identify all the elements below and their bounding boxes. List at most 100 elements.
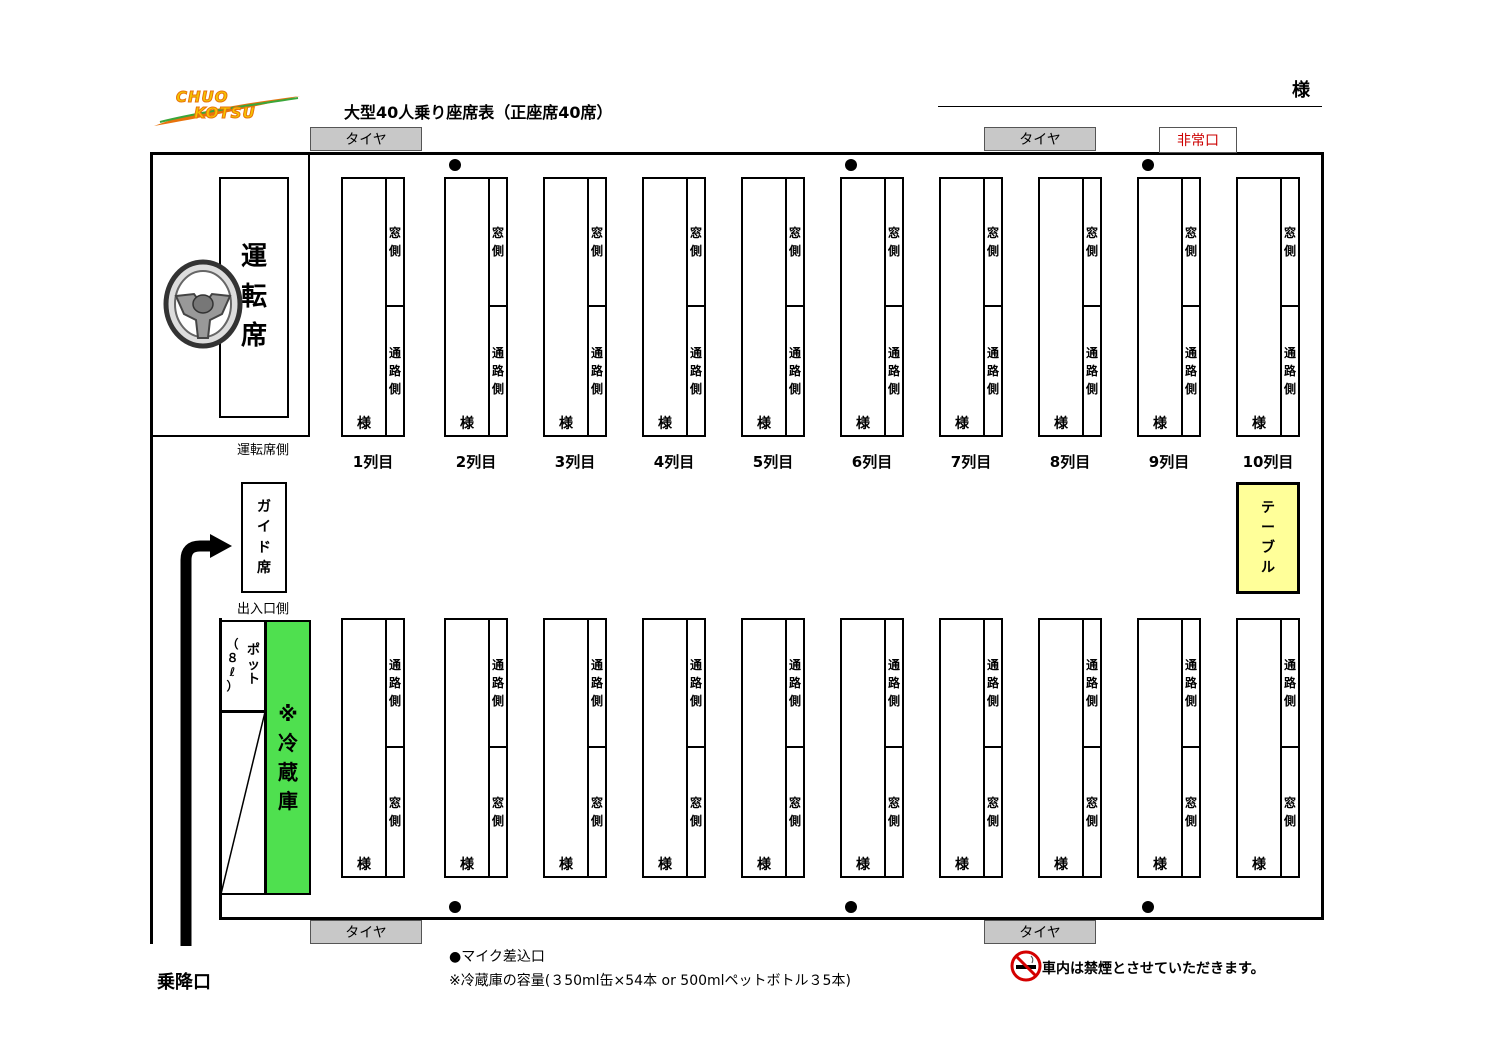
window-side-label-char: 側 xyxy=(590,814,603,828)
seat-top-row-7[interactable]: 窓側通路側様 xyxy=(939,177,1003,437)
aisle-side-label: 通路側 xyxy=(389,344,401,398)
no-smoking-note: 車内は禁煙とさせていただきます。 xyxy=(1042,961,1265,977)
seat-top-row-2[interactable]: 窓側通路側様 xyxy=(444,177,508,437)
aisle-side-label-char: 通 xyxy=(1085,658,1098,672)
seat-strip-upper: 窓側 xyxy=(985,179,1001,307)
window-side-label-char: 側 xyxy=(388,814,401,828)
window-side-label-char: 側 xyxy=(887,814,900,828)
window-side-label-char: 窓 xyxy=(887,796,900,810)
seat-strip-upper: 通路側 xyxy=(688,620,704,748)
seat-honorific: 様 xyxy=(757,857,771,873)
aisle-side-label-char: 路 xyxy=(388,364,401,378)
window-side-label: 窓側 xyxy=(987,224,999,260)
seat-top-row-4[interactable]: 窓側通路側様 xyxy=(642,177,706,437)
window-side-label-char: 側 xyxy=(887,244,900,258)
seat-top-row-3[interactable]: 窓側通路側様 xyxy=(543,177,607,437)
seat-bottom-row-9[interactable]: 通路側窓側様 xyxy=(1137,618,1201,878)
aisle-side-label-char: 通 xyxy=(986,658,999,672)
tire-rear-top: タイヤ xyxy=(984,127,1096,151)
seat-top-row-5[interactable]: 窓側通路側様 xyxy=(741,177,805,437)
seat-strip-upper: 窓側 xyxy=(387,179,403,307)
aisle-side-label-char: 通 xyxy=(689,658,702,672)
mic-jack-icon xyxy=(449,901,461,913)
window-side-label: 窓側 xyxy=(389,794,401,830)
aisle-side-label-char: 側 xyxy=(590,382,603,396)
seat-honorific: 様 xyxy=(1054,416,1068,432)
seat-strip-upper: 通路側 xyxy=(490,620,506,748)
seat-honorific: 様 xyxy=(460,416,474,432)
window-side-label-char: 側 xyxy=(788,244,801,258)
guide-seat: ガ イ ド 席 xyxy=(241,482,287,593)
seat-strip-upper: 通路側 xyxy=(1084,620,1100,748)
guide-seat-char: 席 xyxy=(257,559,271,576)
window-side-label-char: 窓 xyxy=(689,226,702,240)
seat-bottom-row-2[interactable]: 通路側窓側様 xyxy=(444,618,508,878)
aisle-side-label-char: 路 xyxy=(1283,676,1296,690)
window-side-label-char: 側 xyxy=(1085,814,1098,828)
seat-strip-lower: 窓側 xyxy=(387,748,403,876)
aisle-side-label: 通路側 xyxy=(389,656,401,710)
seat-strip-lower: 通路側 xyxy=(985,307,1001,435)
seat-bottom-row-7[interactable]: 通路側窓側様 xyxy=(939,618,1003,878)
aisle-side-label-char: 路 xyxy=(689,364,702,378)
guide-seat-char: ド xyxy=(257,539,271,556)
logo-swoosh-icon xyxy=(154,96,300,126)
seat-top-row-10[interactable]: 窓側通路側様 xyxy=(1236,177,1300,437)
driver-seat-char: 転 xyxy=(240,281,267,312)
seat-top-row-8[interactable]: 窓側通路側様 xyxy=(1038,177,1102,437)
window-side-label-char: 側 xyxy=(1184,814,1197,828)
window-side-label: 窓側 xyxy=(492,794,504,830)
mic-jack-icon xyxy=(449,159,461,171)
aisle-side-label-char: 通 xyxy=(689,346,702,360)
seat-strip-lower: 通路側 xyxy=(886,307,902,435)
aisle-side-label: 通路側 xyxy=(987,656,999,710)
seat-strip-lower: 窓側 xyxy=(1183,748,1199,876)
seat-strip-upper: 窓側 xyxy=(886,179,902,307)
window-side-label-char: 窓 xyxy=(986,226,999,240)
window-side-label: 窓側 xyxy=(1086,794,1098,830)
seat-honorific: 様 xyxy=(357,416,371,432)
fridge-char: 冷 xyxy=(278,730,298,755)
seat-top-row-1[interactable]: 窓側通路側様 xyxy=(341,177,405,437)
pot-capacity: （ ８ ℓ ） xyxy=(222,622,243,710)
aisle-side-label-char: 側 xyxy=(1085,694,1098,708)
seat-bottom-row-1[interactable]: 通路側窓側様 xyxy=(341,618,405,878)
seat-bottom-row-5[interactable]: 通路側窓側様 xyxy=(741,618,805,878)
aisle-side-label-char: 路 xyxy=(388,676,401,690)
seat-bottom-row-8[interactable]: 通路側窓側様 xyxy=(1038,618,1102,878)
aisle-side-label: 通路側 xyxy=(690,344,702,398)
seat-honorific: 様 xyxy=(559,857,573,873)
pot-capacity-char: （ xyxy=(226,637,239,652)
seat-side-strip: 窓側通路側 xyxy=(785,179,803,435)
seat-bottom-row-4[interactable]: 通路側窓側様 xyxy=(642,618,706,878)
driver-side-label: 運転席側 xyxy=(237,443,290,458)
aisle-side-label-char: 側 xyxy=(887,382,900,396)
window-side-label-char: 側 xyxy=(1085,244,1098,258)
window-side-label: 窓側 xyxy=(987,794,999,830)
seat-honorific: 様 xyxy=(1252,416,1266,432)
seat-strip-lower: 通路側 xyxy=(1282,307,1298,435)
aisle-side-label-char: 通 xyxy=(491,658,504,672)
bus-outline-left xyxy=(150,152,153,944)
seat-top-row-6[interactable]: 窓側通路側様 xyxy=(840,177,904,437)
mic-jack-icon xyxy=(845,901,857,913)
seat-bottom-row-3[interactable]: 通路側窓側様 xyxy=(543,618,607,878)
seat-bottom-row-6[interactable]: 通路側窓側様 xyxy=(840,618,904,878)
aisle-side-label: 通路側 xyxy=(987,344,999,398)
aisle-side-label-char: 通 xyxy=(590,346,603,360)
seat-bottom-row-10[interactable]: 通路側窓側様 xyxy=(1236,618,1300,878)
window-side-label-char: 側 xyxy=(788,814,801,828)
mic-legend: ●マイク差込口 xyxy=(449,949,545,965)
seat-strip-upper: 通路側 xyxy=(787,620,803,748)
window-side-label-char: 側 xyxy=(689,814,702,828)
seat-side-strip: 窓側通路側 xyxy=(1082,179,1100,435)
seat-strip-lower: 窓側 xyxy=(985,748,1001,876)
seat-side-strip: 通路側窓側 xyxy=(983,620,1001,876)
window-side-label: 窓側 xyxy=(389,224,401,260)
pot-capacity-char: ８ xyxy=(226,651,239,666)
seat-honorific: 様 xyxy=(1054,857,1068,873)
seat-honorific: 様 xyxy=(357,857,371,873)
seat-top-row-9[interactable]: 窓側通路側様 xyxy=(1137,177,1201,437)
tire-rear-bottom: タイヤ xyxy=(984,920,1096,944)
fridge-char: ※ xyxy=(278,701,298,726)
